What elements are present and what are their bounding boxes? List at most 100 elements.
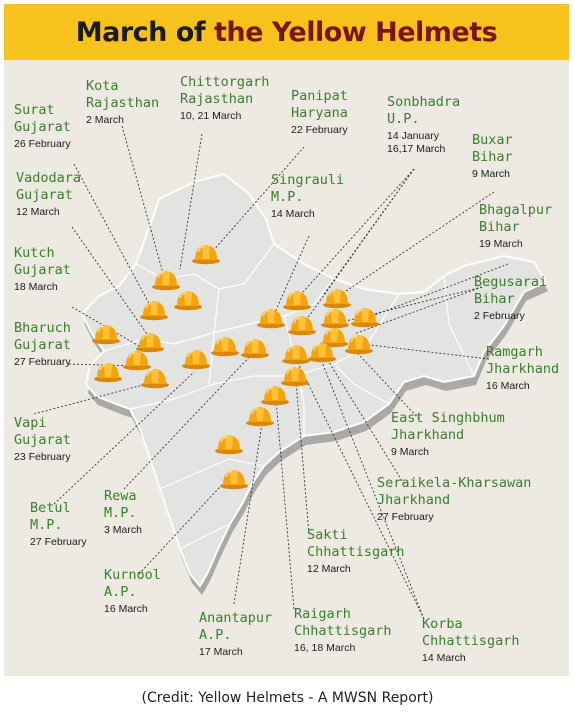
place-name: Chittorgarh [180,74,270,90]
place-name: Kurnool [104,567,161,583]
state-name: Rajasthan [86,95,160,111]
label-anantapur: Anantapur A.P. 17 March [199,610,272,659]
visit-date: 2 February [474,310,525,322]
place-name: Buxar [472,132,513,148]
title-banner: March of the Yellow Helmets [4,4,569,60]
label-vadodara: Vadodara Gujarat 12 March [16,170,81,219]
place-name: Kota [86,78,119,94]
place-name: Raigarh [294,606,351,622]
visit-date: 19 March [479,238,523,250]
visit-date: 26 February [14,138,71,150]
label-buxar: Buxar Bihar 9 March [472,132,513,181]
place-name: Singrauli [271,172,345,188]
place-name: East Singhbhum [391,410,505,426]
label-begusarai: Begusarai Bihar 2 February [474,274,547,323]
label-sakti: Sakti Chhattisgarh 12 March [307,527,405,576]
label-surat: Surat Gujarat 26 February [14,102,71,151]
label-rewa: Rewa M.P. 3 March [104,488,142,537]
credit-caption: (Credit: Yellow Helmets - A MWSN Report) [141,690,434,706]
visit-date: 23 February [14,451,71,463]
visit-date: 14 March [422,652,466,664]
state-name: M.P. [30,517,63,533]
label-raigarh: Raigarh Chhattisgarh 16, 18 March [294,606,392,655]
label-vapi: Vapi Gujarat 23 February [14,415,71,464]
state-name: Jharkhand [377,492,451,508]
visit-date: 27 February [14,356,71,368]
label-bhagalpur: Bhagalpur Bihar 19 March [479,202,552,251]
visit-date: 22 February [291,124,348,136]
visit-date: 9 March [391,446,429,458]
label-panipat: Panipat Haryana 22 February [291,88,348,137]
label-sonbhadra: Sonbhadra U.P. 14 January 16,17 March [387,94,460,156]
visit-date-2: 16,17 March [387,143,446,155]
state-name: A.P. [199,627,232,643]
place-name: Panipat [291,88,348,104]
visit-date: 27 February [377,511,434,523]
state-name: Haryana [291,105,348,121]
visit-date: 16, 18 March [294,642,356,654]
state-name: Bihar [479,219,520,235]
place-name: Kutch [14,245,55,261]
place-name: Bhagalpur [479,202,553,218]
label-seraikela-kharsawan: Seraikela-Kharsawan Jharkhand 27 Februar… [377,475,531,524]
state-name: M.P. [271,189,304,205]
state-name: Gujarat [14,432,71,448]
place-name: Rewa [104,488,137,504]
state-name: Jharkhand [486,361,560,377]
visit-date: 10, 21 March [180,110,242,122]
state-name: Gujarat [14,337,71,353]
place-name: Seraikela-Kharsawan [377,475,532,491]
visit-date: 9 March [472,168,510,180]
label-ramgarh: Ramgarh Jharkhand 16 March [486,344,559,393]
state-name: Chhattisgarh [307,544,405,560]
label-kutch: Kutch Gujarat 18 March [14,245,71,294]
state-name: Bihar [472,149,513,165]
label-east-singhbhum: East Singhbhum Jharkhand 9 March [391,410,505,459]
visit-date: 17 March [199,646,243,658]
place-name: Sakti [307,527,348,543]
label-bharuch: Bharuch Gujarat 27 February [14,320,71,369]
visit-date: 14 January [387,130,439,142]
place-name: Vapi [14,415,47,431]
india-map [33,125,548,620]
place-name: Anantapur [199,610,273,626]
visit-date: 18 March [14,281,58,293]
state-name: A.P. [104,584,137,600]
state-name: U.P. [387,111,420,127]
state-name: Gujarat [14,119,71,135]
label-kota: Kota Rajasthan 2 March [86,78,159,127]
place-name: Vadodara [16,170,82,186]
place-name: Ramgarh [486,344,543,360]
state-name: Gujarat [14,262,71,278]
state-name: Chhattisgarh [422,633,520,649]
place-name: Sonbhadra [387,94,461,110]
state-name: Chhattisgarh [294,623,392,639]
place-name: Bharuch [14,320,71,336]
state-name: Gujarat [16,187,73,203]
state-name: Bihar [474,291,515,307]
visit-date: 12 March [307,563,351,575]
place-name: Begusarai [474,274,548,290]
visit-date: 27 February [30,536,87,548]
visit-date: 14 March [271,208,315,220]
title: March of the Yellow Helmets [75,16,498,48]
title-part2: the Yellow Helmets [214,16,498,48]
visit-date: 3 March [104,524,142,536]
place-name: Surat [14,102,55,118]
state-name: Rajasthan [180,91,254,107]
visit-date: 16 March [486,380,530,392]
label-chittorgarh: Chittorgarh Rajasthan 10, 21 March [180,74,269,123]
visit-date: 2 March [86,114,124,126]
state-name: M.P. [104,505,137,521]
visit-date: 12 March [16,206,60,218]
label-korba: Korba Chhattisgarh 14 March [422,616,520,665]
place-name: Korba [422,616,463,632]
state-name: Jharkhand [391,427,465,443]
place-name: Betul [30,500,71,516]
visit-date: 16 March [104,603,148,615]
infographic: March of the Yellow Helmets [4,4,569,676]
title-part1: March of [75,16,214,48]
label-kurnool: Kurnool A.P. 16 March [104,567,161,616]
label-singrauli: Singrauli M.P. 14 March [271,172,344,221]
label-betul: Betul M.P. 27 February [30,500,87,549]
